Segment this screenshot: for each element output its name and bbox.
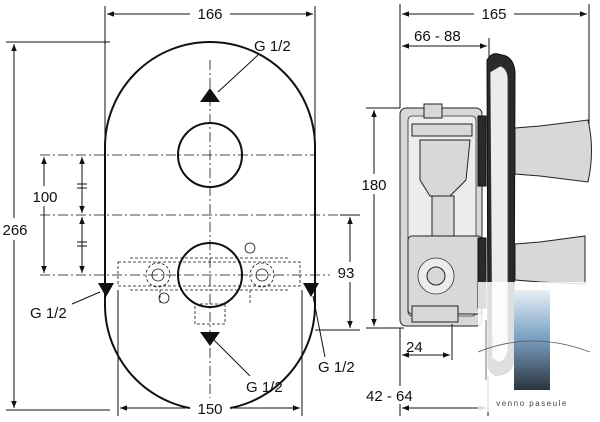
bottom-connection-marker: [200, 332, 220, 346]
dim-side-height: 180: [361, 177, 386, 194]
label-left-connection: G 1/2: [30, 305, 67, 322]
hidden-valve-body: [117, 257, 301, 325]
label-right-connection: G 1/2: [318, 359, 355, 376]
dim-plate-inner-width: 150: [197, 401, 222, 418]
side-view: 165 66 - 88 180: [356, 2, 592, 416]
logo-text: venno paseule: [496, 399, 568, 408]
dim-side-small: 24: [406, 339, 423, 356]
dim-depth-range: 66 - 88: [414, 28, 461, 45]
upper-handle-circle: [177, 122, 243, 188]
valve-fittings: [151, 242, 269, 304]
front-view: 166: [0, 2, 366, 418]
label-top-connection: G 1/2: [254, 38, 291, 55]
dim-lower-offset: 93: [338, 265, 355, 282]
dim-spacing: 100: [32, 189, 57, 206]
dim-side-depth: 165: [481, 6, 506, 23]
left-connection-marker: [98, 283, 114, 297]
dim-side-bottom-range: 42 - 64: [366, 388, 413, 405]
lower-lever-handle: [514, 235, 586, 285]
right-connection-marker: [303, 283, 319, 297]
watermark-logo: venno paseule: [477, 282, 591, 412]
dim-plate-width: 166: [197, 6, 222, 23]
top-connection-marker: [200, 88, 220, 102]
upper-lever-handle: [514, 119, 592, 183]
side-valve-body: [399, 103, 487, 327]
dim-plate-height: 266: [2, 222, 27, 239]
lower-handle-circle: [177, 242, 243, 308]
label-bottom-connection: G 1/2: [246, 379, 283, 396]
